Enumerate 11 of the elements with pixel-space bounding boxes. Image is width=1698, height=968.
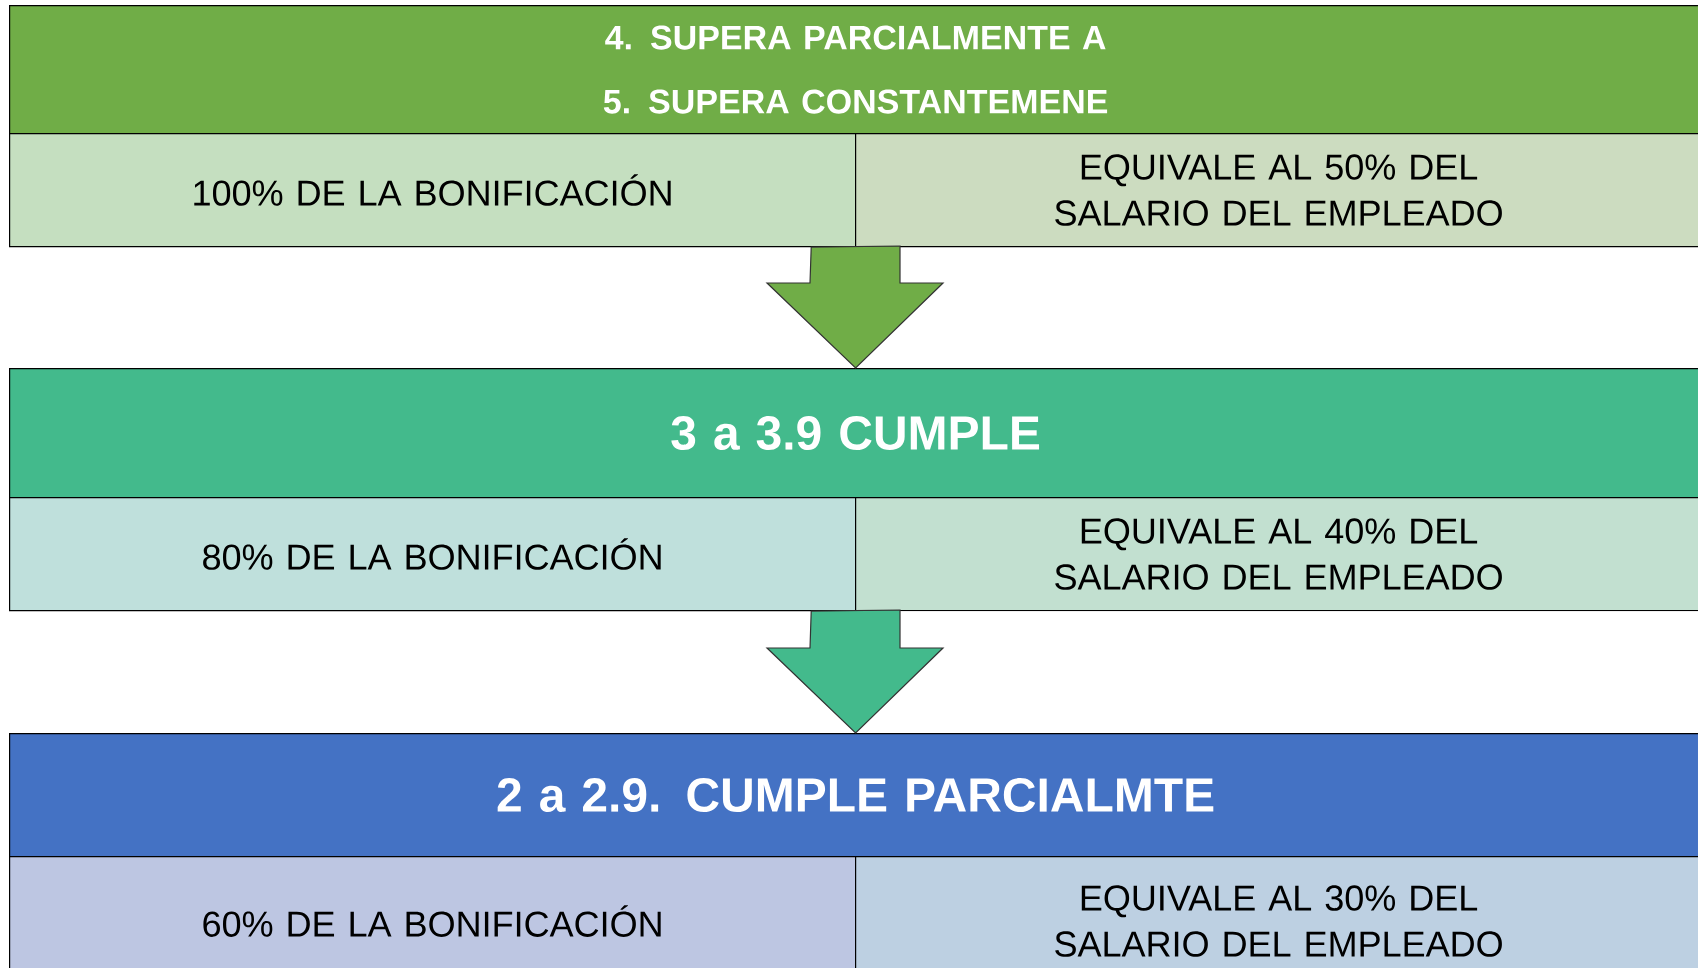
header-band: 2 a 2.9. CUMPLE PARCIALMTE <box>9 733 1698 858</box>
table-cell: 80% DE LA BONIFICACIÓN <box>9 497 857 612</box>
table-cell: EQUIVALE AL 30% DEL SALARIO DEL EMPLEADO <box>855 856 1698 968</box>
block-arrow <box>765 245 945 369</box>
block-arrow <box>765 609 945 734</box>
header-band: 4. SUPERA PARCIALMENTE A 5. SUPERA CONSTANTEMENE <box>9 5 1698 135</box>
table-cell: 100% DE LA BONIFICACIÓN <box>9 133 857 248</box>
table-cell: 60% DE LA BONIFICACIÓN <box>9 856 857 968</box>
table-cell: EQUIVALE AL 40% DEL SALARIO DEL EMPLEADO <box>855 497 1698 612</box>
table-cell: EQUIVALE AL 50% DEL SALARIO DEL EMPLEADO <box>855 133 1698 248</box>
header-band: 3 a 3.9 CUMPLE <box>9 368 1698 499</box>
